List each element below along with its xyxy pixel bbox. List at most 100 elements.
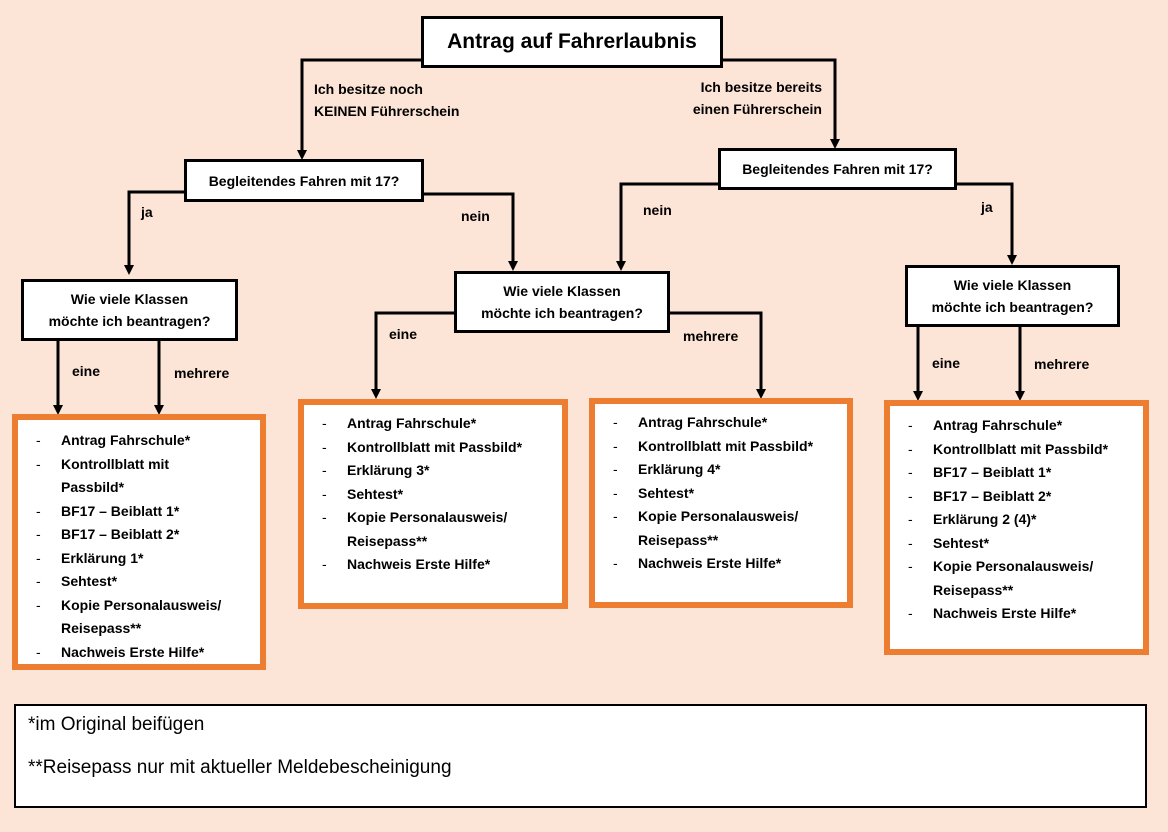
- diagram-title: Antrag auf Fahrerlaubnis: [447, 30, 697, 53]
- dash-bullet: -: [36, 549, 41, 566]
- dash-bullet: -: [908, 511, 913, 527]
- label-left-eine: eine: [72, 363, 101, 379]
- root-node: Antrag auf Fahrerlaubnis: [421, 16, 723, 68]
- document-item: -Kopie Personalausweis/: [890, 555, 1143, 579]
- dash-bullet: -: [613, 437, 618, 454]
- dash-bullet: -: [322, 485, 327, 502]
- arrowhead: [508, 261, 518, 271]
- arrowhead: [1007, 255, 1017, 265]
- dash-bullet: -: [613, 414, 618, 430]
- label-mid-eine: eine: [389, 326, 418, 342]
- question-bf17-left: Begleitendes Fahren mit 17?: [184, 159, 424, 202]
- arrowhead: [830, 139, 840, 149]
- arrowhead: [371, 389, 381, 399]
- arrowhead: [616, 261, 626, 271]
- document-item: -Antrag Fahrschule*: [890, 414, 1143, 438]
- document-item: -Kontrollblatt mit Passbild*: [595, 435, 847, 459]
- document-item: -Kontrollblatt mit Passbild*: [304, 436, 562, 460]
- dash-bullet: -: [613, 508, 618, 524]
- document-item-continuation: Passbild*: [61, 479, 125, 495]
- document-item: -Kontrollblatt mit Passbild*: [890, 438, 1143, 462]
- dash-bullet: -: [908, 487, 913, 504]
- arrowhead: [53, 405, 63, 415]
- dash-bullet: -: [613, 555, 618, 571]
- dash-bullet: -: [36, 526, 41, 542]
- document-item: -Sehtest*: [595, 482, 847, 506]
- arrowhead: [913, 391, 923, 401]
- dash-bullet: -: [613, 461, 618, 477]
- label-right-eine: eine: [932, 355, 961, 371]
- arrowhead: [297, 150, 307, 160]
- dash-bullet: -: [908, 464, 913, 480]
- label-right-mehrere: mehrere: [1034, 356, 1090, 372]
- document-item: -Nachweis Erste Hilfe*: [18, 641, 260, 665]
- arrowhead: [124, 265, 134, 275]
- document-item: -BF17 – Beiblatt 1*: [890, 461, 1143, 485]
- dash-bullet: -: [908, 605, 913, 621]
- document-item: -BF17 – Beiblatt 2*: [890, 485, 1143, 509]
- question-bf17-right: Begleitendes Fahren mit 17?: [718, 148, 957, 190]
- document-item: -Erklärung 4*: [595, 458, 847, 482]
- document-item: -Nachweis Erste Hilfe*: [890, 602, 1143, 626]
- document-item-continuation: Reisepass**: [347, 532, 428, 549]
- arrowhead: [154, 405, 164, 415]
- legend-box: *im Original beifügen **Reisepass nur mi…: [14, 704, 1147, 808]
- label-mid-mehrere: mehrere: [683, 328, 739, 344]
- edge-mid-mehrere: [668, 311, 763, 393]
- document-item-continuation: Reisepass**: [933, 581, 1014, 598]
- dash-bullet: -: [908, 440, 913, 457]
- document-item: -Antrag Fahrschule*: [595, 411, 847, 435]
- label-no-license: Ich besitze noch KEINEN Führerschein: [314, 81, 460, 119]
- document-item: -BF17 – Beiblatt 2*: [18, 523, 260, 547]
- edge-right-bf17-ja: [956, 182, 1014, 257]
- document-item: -Erklärung 1*: [18, 547, 260, 571]
- dash-bullet: -: [36, 643, 41, 660]
- document-list-has-license-bf17: -Antrag Fahrschule* -Kontrollblatt mit P…: [884, 400, 1149, 655]
- dash-bullet: -: [36, 573, 41, 589]
- document-item: -Nachweis Erste Hilfe*: [595, 552, 847, 576]
- label-left-ja: ja: [141, 204, 153, 220]
- document-list-no-bf17-one-class: -Antrag Fahrschule* -Kontrollblatt mit P…: [298, 399, 568, 609]
- edge-right-bf17-nein: [619, 182, 720, 263]
- document-item: -Sehtest*: [18, 570, 260, 594]
- edge-left-bf17-nein: [424, 192, 515, 263]
- label-left-mehrere: mehrere: [174, 365, 230, 381]
- document-list-no-bf17-multiple-classes: -Antrag Fahrschule* -Kontrollblatt mit P…: [589, 398, 853, 608]
- document-item: -Kontrollblatt mit: [18, 453, 260, 477]
- dash-bullet: -: [613, 484, 618, 501]
- legend-single-star: *im Original beifügen: [28, 714, 205, 735]
- dash-bullet: -: [908, 558, 913, 574]
- document-item: -Kopie Personalausweis/: [304, 506, 562, 530]
- dash-bullet: -: [36, 455, 41, 472]
- dash-bullet: -: [322, 438, 327, 455]
- label-right-ja: ja: [981, 199, 993, 215]
- edge-root-no-license: [300, 58, 422, 152]
- arrowhead: [756, 389, 766, 399]
- document-item: -BF17 – Beiblatt 1*: [18, 500, 260, 524]
- dash-bullet: -: [908, 417, 913, 433]
- document-item: -Sehtest*: [890, 532, 1143, 556]
- dash-bullet: -: [36, 432, 41, 448]
- document-item: -Erklärung 3*: [304, 459, 562, 483]
- document-item: -Nachweis Erste Hilfe*: [304, 553, 562, 577]
- label-has-license: Ich besitze bereits einen Führerschein: [692, 79, 822, 117]
- arrowhead: [1015, 391, 1025, 401]
- document-item: -Kopie Personalausweis/: [595, 505, 847, 529]
- dash-bullet: -: [36, 596, 41, 613]
- document-item: -Antrag Fahrschule*: [304, 412, 562, 436]
- document-item-continuation: Reisepass**: [638, 531, 719, 548]
- question-classes-right: Wie viele Klassen möchte ich beantragen?: [905, 265, 1120, 327]
- dash-bullet: -: [36, 502, 41, 519]
- document-item-continuation: Reisepass**: [61, 620, 142, 636]
- document-list-no-license-bf17: -Antrag Fahrschule* -Kontrollblatt mit P…: [12, 414, 266, 670]
- label-left-nein: nein: [461, 208, 490, 224]
- edge-left-bf17-ja: [127, 190, 185, 267]
- legend-double-star: **Reisepass nur mit aktueller Meldebesch…: [28, 757, 452, 778]
- document-item: -Erklärung 2 (4)*: [890, 508, 1143, 532]
- dash-bullet: -: [322, 509, 327, 525]
- document-item: -Kopie Personalausweis/: [18, 594, 260, 618]
- label-right-nein: nein: [643, 202, 672, 218]
- edge-mid-eine: [374, 311, 456, 393]
- dash-bullet: -: [322, 415, 327, 431]
